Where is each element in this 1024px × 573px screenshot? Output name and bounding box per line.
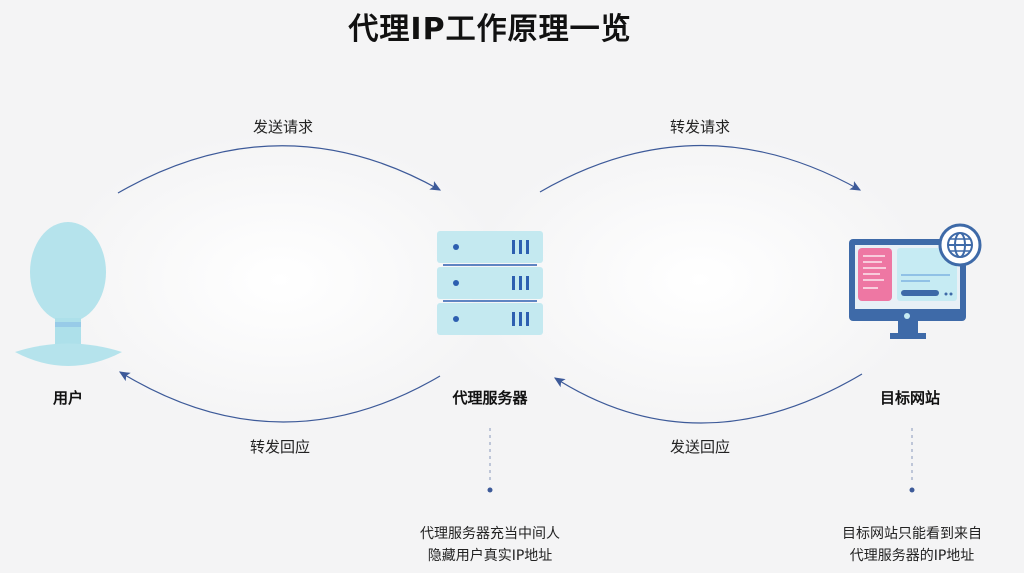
- node-label-proxy: 代理服务器: [452, 389, 528, 407]
- arrow-send-response: [553, 373, 863, 424]
- user-icon: [15, 222, 122, 366]
- globe-icon: [938, 223, 982, 267]
- label-send-request: 发送请求: [252, 118, 314, 136]
- website-monitor-icon: [849, 223, 982, 339]
- arrow-send-request: [117, 145, 442, 194]
- proxy-note-line: 隐藏用户真实IP地址: [427, 548, 553, 564]
- page-title: 代理IP工作原理一览: [348, 12, 632, 47]
- website-note: 目标网站只能看到来自 代理服务器的IP地址: [842, 523, 982, 567]
- arrow-forward-response: [118, 371, 441, 423]
- website-note-line: 代理服务器的IP地址: [849, 548, 975, 564]
- label-forward-response: 转发回应: [249, 438, 311, 456]
- website-note-line: 目标网站只能看到来自: [842, 526, 982, 542]
- proxy-note-connector: [487, 428, 493, 493]
- label-forward-request: 转发请求: [669, 118, 731, 136]
- proxy-note-line: 代理服务器充当中间人: [420, 526, 560, 542]
- node-label-user: 用户: [52, 389, 84, 407]
- node-label-website: 目标网站: [879, 389, 941, 407]
- proxy-note: 代理服务器充当中间人 隐藏用户真实IP地址: [420, 523, 560, 567]
- arrow-forward-request: [539, 144, 862, 193]
- server-icon: [437, 231, 543, 335]
- label-send-response: 发送回应: [669, 438, 731, 456]
- website-note-connector: [909, 428, 915, 493]
